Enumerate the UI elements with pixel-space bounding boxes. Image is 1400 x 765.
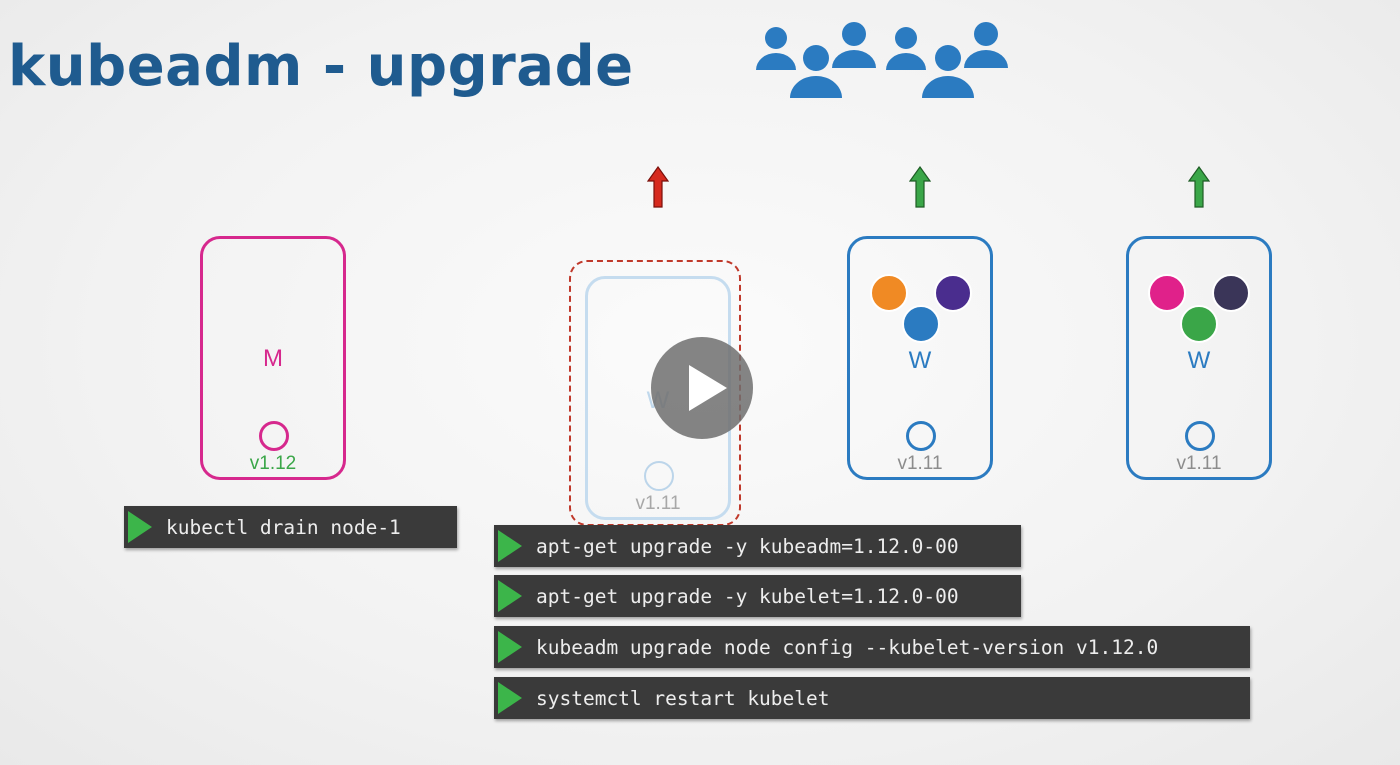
command-upgrade-node-config: kubeadm upgrade node config --kubelet-ve… [494, 626, 1250, 668]
command-upgrade-kubeadm: apt-get upgrade -y kubeadm=1.12.0-00 [494, 525, 1021, 567]
command-text: systemctl restart kubelet [536, 686, 830, 710]
worker-node-2-label: W [908, 347, 932, 374]
command-text: kubeadm upgrade node config --kubelet-ve… [536, 635, 1159, 659]
worker-node-2: W v1.11 [847, 236, 993, 480]
worker-node-3-label: W [1187, 347, 1211, 374]
arrow-up-icon-green-node3 [1188, 166, 1210, 208]
command-text: apt-get upgrade -y kubelet=1.12.0-00 [536, 584, 959, 608]
command-upgrade-kubelet: apt-get upgrade -y kubelet=1.12.0-00 [494, 575, 1021, 617]
kubelet-ring-icon [644, 461, 674, 491]
terminal-prompt-icon [498, 682, 522, 714]
pod-icon [1212, 274, 1250, 312]
terminal-prompt-icon [498, 530, 522, 562]
command-drain: kubectl drain node-1 [124, 506, 457, 548]
kubelet-ring-icon [1185, 421, 1215, 451]
command-restart-kubelet: systemctl restart kubelet [494, 677, 1250, 719]
pod-icon [1148, 274, 1186, 312]
command-text: apt-get upgrade -y kubeadm=1.12.0-00 [536, 534, 959, 558]
arrow-up-icon-red [647, 166, 669, 208]
worker-node-1-version: v1.11 [635, 493, 681, 514]
master-node: M v1.12 [200, 236, 346, 480]
terminal-prompt-icon [498, 580, 522, 612]
worker-node-2-version: v1.11 [897, 453, 943, 474]
users-group-icon [756, 22, 1008, 98]
slide-title: kubeadm - upgrade [8, 34, 634, 99]
kubelet-ring-icon [906, 421, 936, 451]
pod-icon [1180, 305, 1218, 343]
command-text: kubectl drain node-1 [166, 515, 401, 539]
worker-node-3: W v1.11 [1126, 236, 1272, 480]
pod-icon [902, 305, 940, 343]
play-button[interactable] [651, 337, 753, 439]
pod-icon [870, 274, 908, 312]
master-node-label: M [263, 345, 283, 372]
arrow-up-icon-green-node2 [909, 166, 931, 208]
worker-node-3-version: v1.11 [1176, 453, 1222, 474]
terminal-prompt-icon [498, 631, 522, 663]
terminal-prompt-icon [128, 511, 152, 543]
kubelet-ring-icon [259, 421, 289, 451]
master-node-version: v1.12 [249, 453, 297, 474]
pod-icon [934, 274, 972, 312]
